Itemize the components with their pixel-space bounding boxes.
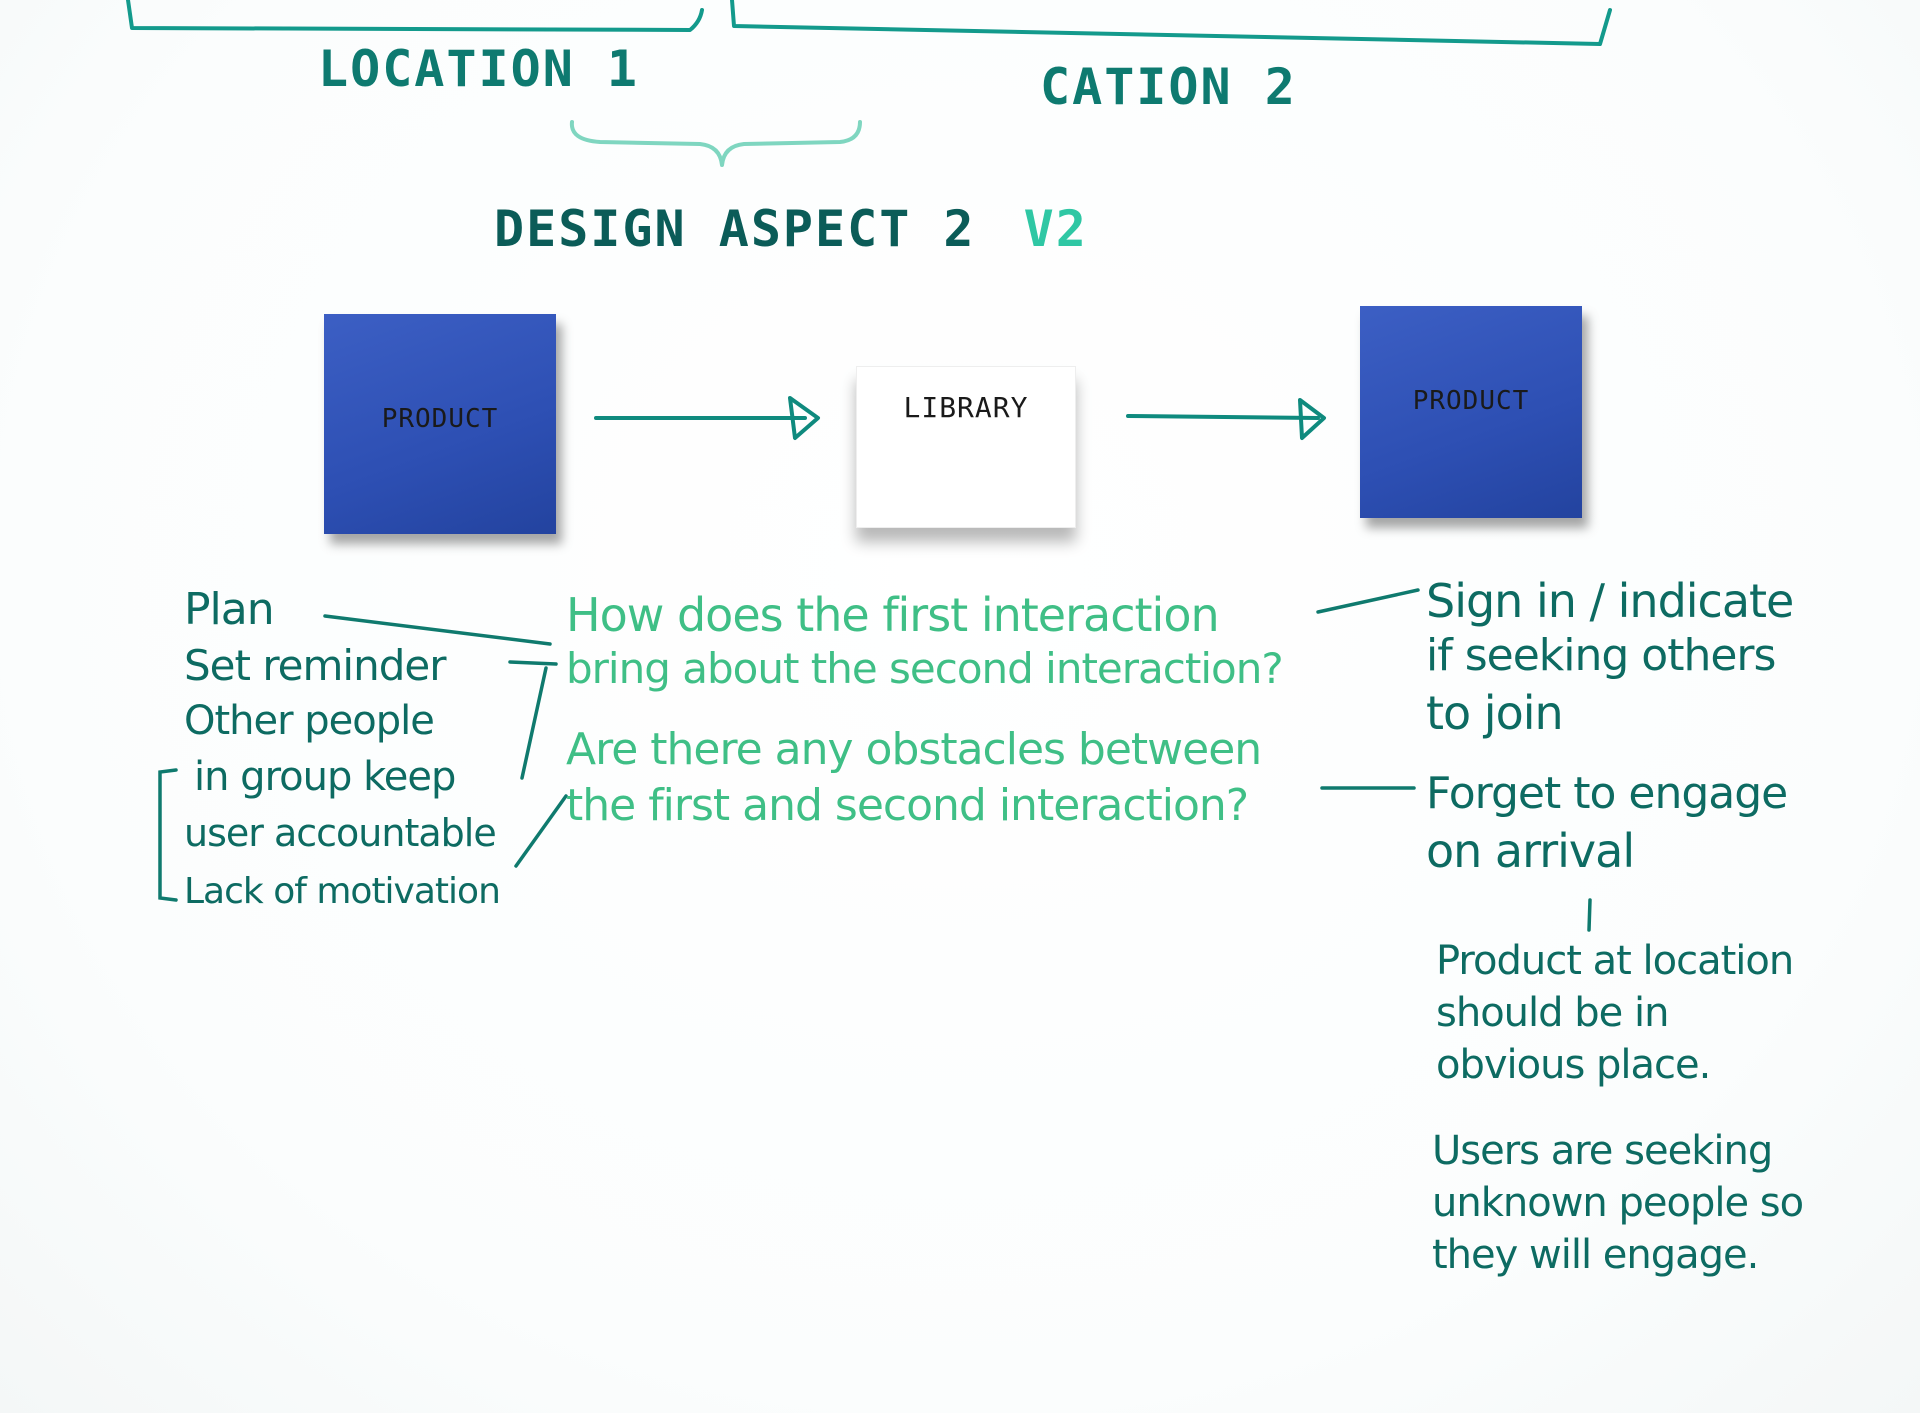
connector-lack-motivation xyxy=(514,794,568,868)
connector-plan xyxy=(323,614,552,646)
sticky-note-product-right: PRODUCT xyxy=(1360,306,1582,518)
right-note-obvious-place: obvious place. xyxy=(1436,1042,1711,1088)
curly-brace xyxy=(569,120,862,167)
right-note-users-seeking: Users are seeking xyxy=(1432,1128,1773,1174)
location-2-label: CATION 2 xyxy=(1040,58,1297,116)
sticky-note-product-right-label: PRODUCT xyxy=(1412,386,1530,416)
question-2-line-2: the first and second interaction? xyxy=(566,780,1249,831)
right-note-sign-in: Sign in / indicate xyxy=(1426,574,1794,628)
connector-reminder xyxy=(508,660,558,666)
connector-other-people xyxy=(520,666,548,780)
arrow-library-to-product xyxy=(1126,414,1320,420)
right-note-should-be-in: should be in xyxy=(1436,990,1669,1036)
right-note-unknown-people: unknown people so xyxy=(1432,1180,1804,1226)
sticky-note-library: LIBRARY xyxy=(856,366,1076,528)
sticky-note-product-left-label: PRODUCT xyxy=(381,404,499,434)
left-note-lack-of-motivation: Lack of motivation xyxy=(184,871,501,912)
divider-tick xyxy=(1587,898,1592,932)
question-1-line-1: How does the first interaction xyxy=(566,588,1220,642)
question-2-line-1: Are there any obstacles between xyxy=(566,724,1262,775)
design-aspect-title-main: DESIGN ASPECT 2 xyxy=(494,200,976,258)
center-questions: How does the first interaction bring abo… xyxy=(566,588,1326,848)
sticky-note-product-left: PRODUCT xyxy=(324,314,556,534)
right-note-forget-to-engage: Forget to engage xyxy=(1426,768,1788,819)
location-1-label: LOCATION 1 xyxy=(318,40,640,98)
right-note-to-join: to join xyxy=(1426,686,1564,740)
right-notes: Sign in / indicate if seeking others to … xyxy=(1426,574,1826,894)
design-aspect-title: DESIGN ASPECT 2 V2 xyxy=(494,200,1088,258)
arrow-library-to-product-head xyxy=(1298,398,1326,440)
left-note-other-people: Other people xyxy=(184,698,435,744)
arrow-product-to-library-head xyxy=(788,396,820,440)
right-notes-block-3: Users are seeking unknown people so they… xyxy=(1432,1128,1832,1298)
connector-question-1-to-signin xyxy=(1316,588,1420,614)
location-2-bracket xyxy=(730,0,1612,46)
right-note-on-arrival: on arrival xyxy=(1426,824,1635,878)
right-note-product-at-location: Product at location xyxy=(1436,938,1794,984)
left-note-in-group-keep: in group keep xyxy=(194,754,456,800)
location-1-bracket xyxy=(126,0,704,32)
right-note-they-will-engage: they will engage. xyxy=(1432,1232,1759,1278)
left-notes: Plan Set reminder Other people in group … xyxy=(184,582,524,922)
sticky-note-library-label: LIBRARY xyxy=(903,391,1029,424)
design-aspect-version: V2 xyxy=(1023,200,1088,258)
right-note-seeking-others: if seeking others xyxy=(1426,630,1776,681)
question-1-line-2: bring about the second interaction? xyxy=(566,644,1284,693)
left-note-user-accountable: user accountable xyxy=(184,811,497,855)
right-notes-block-2: Product at location should be in obvious… xyxy=(1436,938,1816,1108)
left-note-set-reminder: Set reminder xyxy=(184,641,446,690)
left-note-plan: Plan xyxy=(184,584,275,635)
group-bracket xyxy=(158,768,178,902)
